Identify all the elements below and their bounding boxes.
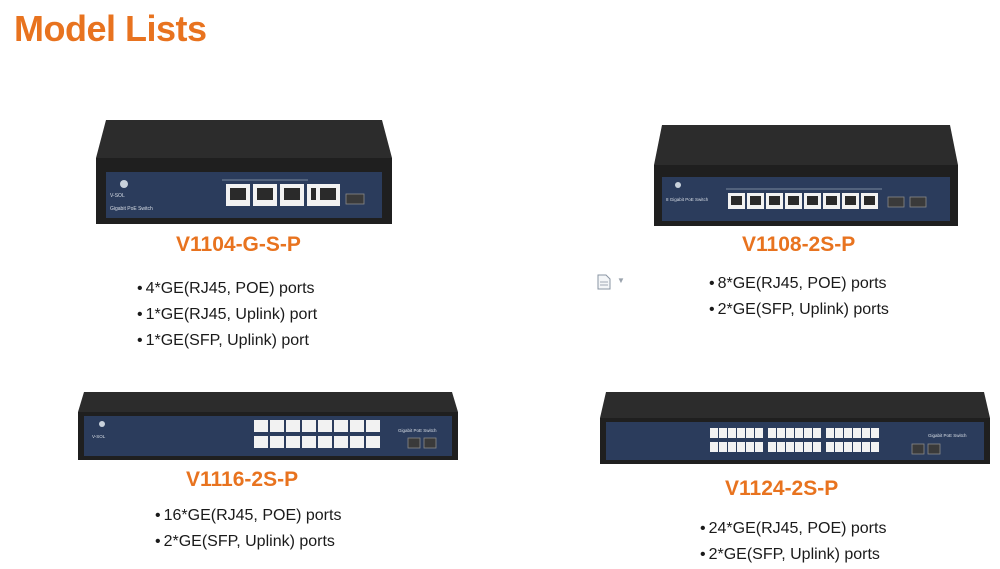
model-name-v1104: V1104-G-S-P bbox=[176, 233, 301, 256]
document-icon bbox=[597, 274, 611, 290]
feature-list-v1104: 4*GE(RJ45, POE) ports 1*GE(RJ45, Uplink)… bbox=[137, 276, 318, 354]
feature-item: 8*GE(RJ45, POE) ports bbox=[709, 271, 889, 297]
svg-text:V-SOL: V-SOL bbox=[92, 434, 106, 439]
feature-item: 4*GE(RJ45, POE) ports bbox=[137, 276, 317, 302]
switch-image-v1108: 8 Gigabit PoE Switch bbox=[654, 125, 958, 226]
svg-text:V-SOL: V-SOL bbox=[110, 193, 125, 199]
feature-item: 24*GE(RJ45, POE) ports bbox=[700, 516, 887, 542]
svg-text:Gigabit PoE Switch: Gigabit PoE Switch bbox=[110, 206, 153, 212]
feature-list-v1124: 24*GE(RJ45, POE) ports 2*GE(SFP, Uplink)… bbox=[700, 516, 887, 568]
model-name-v1124: V1124-2S-P bbox=[725, 477, 839, 500]
model-name-v1108: V1108-2S-P bbox=[742, 233, 856, 256]
switch-image-v1124: Gigabit PoE Switch bbox=[600, 392, 990, 464]
page-title: Model Lists bbox=[14, 8, 207, 49]
svg-text:Gigabit PoE Switch: Gigabit PoE Switch bbox=[928, 433, 967, 438]
feature-list-v1108: 8*GE(RJ45, POE) ports 2*GE(SFP, Uplink) … bbox=[709, 271, 889, 323]
switch-image-v1104: V-SOL Gigabit PoE Switch bbox=[96, 120, 392, 224]
feature-item: 2*GE(SFP, Uplink) ports bbox=[700, 542, 886, 568]
switch-image-v1116: V-SOL Gigabit PoE Switch bbox=[78, 392, 458, 460]
feature-item: 2*GE(SFP, Uplink) ports bbox=[155, 529, 341, 555]
feature-item: 1*GE(RJ45, Uplink) port bbox=[137, 302, 318, 328]
chevron-down-icon: ▼ bbox=[617, 276, 625, 285]
model-name-v1116: V1116-2S-P bbox=[186, 468, 299, 491]
feature-list-v1116: 16*GE(RJ45, POE) ports 2*GE(SFP, Uplink)… bbox=[155, 503, 342, 555]
svg-text:Gigabit PoE Switch: Gigabit PoE Switch bbox=[398, 428, 437, 433]
feature-item: 1*GE(SFP, Uplink) port bbox=[137, 328, 317, 354]
feature-item: 2*GE(SFP, Uplink) ports bbox=[709, 297, 889, 323]
feature-item: 16*GE(RJ45, POE) ports bbox=[155, 503, 342, 529]
svg-text:8 Gigabit PoE Switch: 8 Gigabit PoE Switch bbox=[666, 197, 709, 202]
